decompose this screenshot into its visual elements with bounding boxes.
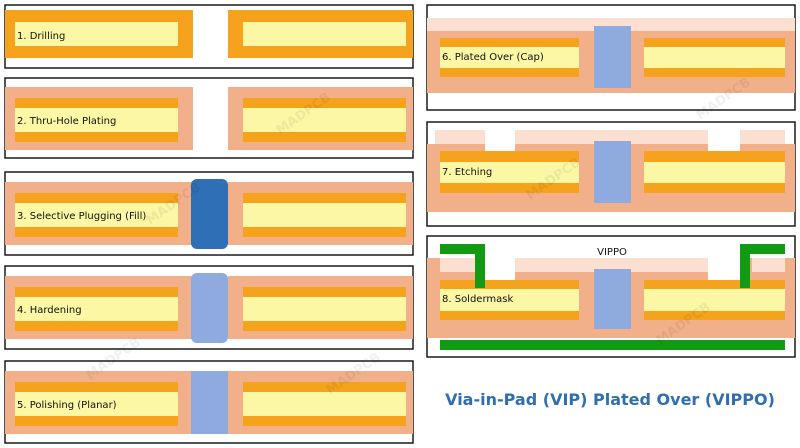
step-label: 4. Hardening — [17, 305, 82, 316]
soldermask-bottom — [440, 340, 785, 350]
left-copper-bottom — [440, 68, 579, 77]
cap-plating — [427, 18, 795, 31]
left-core — [440, 289, 579, 311]
cap-plating-center — [515, 258, 708, 272]
left-core — [440, 47, 579, 68]
step-5-panel: 5. Polishing (Planar) — [4, 360, 414, 444]
left-copper-bottom — [440, 311, 579, 320]
right-core — [644, 47, 785, 68]
left-copper-bottom — [15, 132, 178, 142]
cap-plating-left — [435, 130, 485, 144]
left-copper-top — [15, 287, 178, 297]
left-copper-top — [15, 98, 178, 108]
left-copper-top — [440, 38, 579, 47]
plug-fill-dark — [191, 179, 228, 249]
left-copper-bottom — [15, 416, 178, 426]
cap-plating-left — [440, 258, 475, 272]
step-8-panel: VIPPO 8. Soldermask — [426, 235, 796, 358]
right-core — [243, 108, 406, 132]
right-core — [243, 203, 406, 227]
right-copper-top — [644, 151, 785, 162]
step-1-panel: 1. Drilling — [4, 4, 414, 69]
left-copper-bottom — [440, 183, 579, 193]
cap-plating-right — [752, 258, 785, 272]
left-copper-top — [15, 193, 178, 203]
step-3-panel: 3. Selective Plugging (Fill) — [4, 171, 414, 256]
left-copper-top — [440, 151, 579, 162]
plug-fill-hardened — [191, 273, 228, 343]
left-core — [15, 392, 178, 416]
right-core — [243, 297, 406, 321]
right-copper-bottom — [243, 416, 406, 426]
left-copper-top — [15, 382, 178, 392]
right-copper-top — [644, 38, 785, 47]
step-label: 2. Thru-Hole Plating — [17, 116, 116, 127]
right-copper-bottom — [644, 68, 785, 77]
right-copper-top — [243, 193, 406, 203]
vippo-label: VIPPO — [597, 247, 627, 258]
step-label: 7. Etching — [442, 167, 492, 178]
right-copper-top — [243, 287, 406, 297]
right-copper-top — [243, 98, 406, 108]
via-fill — [594, 269, 631, 329]
right-core — [644, 162, 785, 183]
step-label: 8. Soldermask — [442, 294, 513, 305]
diagram-title: Via-in-Pad (VIP) Plated Over (VIPPO) — [445, 390, 775, 409]
step-label: 3. Selective Plugging (Fill) — [17, 211, 146, 222]
right-copper-top — [243, 382, 406, 392]
cap-plating-right — [740, 130, 785, 144]
plug-fill-planar — [191, 371, 228, 434]
left-core — [15, 22, 178, 46]
step-6-panel: 6. Plated Over (Cap) — [426, 4, 796, 111]
right-core — [644, 289, 785, 311]
left-copper-bottom — [15, 227, 178, 237]
step-label: 6. Plated Over (Cap) — [442, 52, 544, 63]
left-core — [15, 297, 178, 321]
left-core — [440, 162, 579, 183]
right-core — [243, 22, 406, 46]
step-2-panel: 2. Thru-Hole Plating — [4, 77, 414, 159]
left-copper-bottom — [15, 321, 178, 331]
step-4-panel: 4. Hardening — [4, 265, 414, 350]
step-label: 1. Drilling — [17, 31, 65, 42]
via-fill — [594, 141, 631, 203]
via-fill — [594, 26, 631, 88]
left-copper-top — [440, 280, 579, 289]
right-copper-bottom — [644, 311, 785, 320]
step-label: 5. Polishing (Planar) — [17, 400, 117, 411]
left-core — [15, 108, 178, 132]
right-copper-bottom — [243, 227, 406, 237]
right-copper-top — [644, 280, 785, 289]
cap-plating-center — [515, 130, 708, 144]
step-7-panel: 7. Etching — [426, 121, 796, 227]
right-copper-bottom — [243, 132, 406, 142]
right-core — [243, 392, 406, 416]
soldermask-left — [440, 244, 485, 288]
right-copper-bottom — [644, 183, 785, 193]
right-copper-bottom — [243, 321, 406, 331]
soldermask-right — [740, 244, 785, 288]
left-core — [15, 203, 178, 227]
